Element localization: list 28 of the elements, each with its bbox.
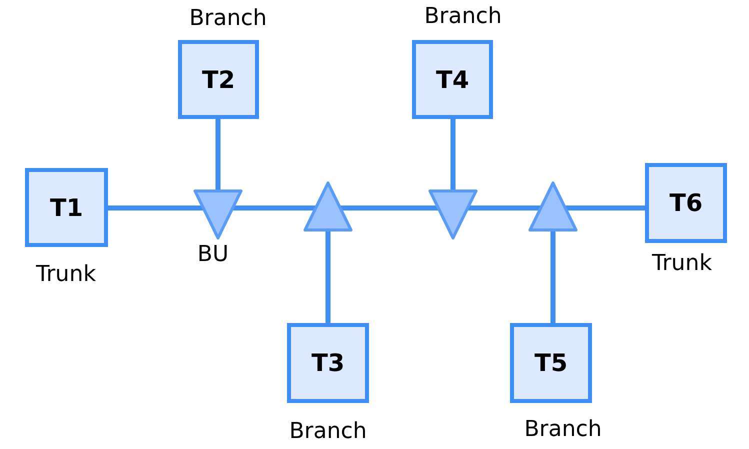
terminal-box (178, 40, 259, 119)
terminal-label: T6 (669, 189, 703, 217)
node-caption: Trunk (652, 251, 712, 276)
connector-line (565, 206, 645, 210)
connector-line (550, 230, 556, 323)
terminal-box (287, 323, 369, 403)
terminal-box (412, 40, 493, 119)
node-caption: Trunk (36, 262, 96, 287)
connector-line (108, 206, 204, 210)
terminal-box (510, 323, 592, 403)
node-caption: Branch (189, 6, 267, 31)
node-caption: Branch (524, 417, 602, 442)
terminal-label: T3 (311, 349, 345, 377)
terminal-label: T2 (202, 66, 236, 94)
node-caption: Branch (289, 419, 367, 444)
connector-line (468, 206, 541, 210)
connector-line (326, 230, 330, 323)
connector-line (232, 206, 316, 210)
terminal-label: T1 (50, 194, 84, 222)
connector-line (216, 119, 220, 191)
terminal-box (25, 168, 108, 247)
connector-line (450, 119, 456, 191)
node-caption: Branch (424, 4, 502, 29)
terminal-label: T4 (436, 66, 470, 94)
node-caption: BU (197, 242, 229, 267)
terminal-box (645, 163, 727, 243)
connector-line (340, 206, 438, 210)
terminal-label: T5 (534, 349, 568, 377)
